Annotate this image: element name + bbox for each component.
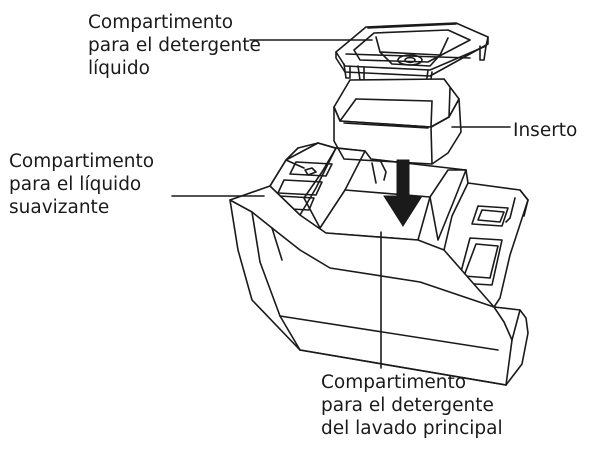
liquid-detergent-compartment-label: Compartimento para el detergente líquido bbox=[88, 12, 261, 79]
main-wash-compartment-label: Compartimento para el detergente del lav… bbox=[321, 372, 503, 439]
softener-compartment-label: Compartimento para el líquido suavizante bbox=[9, 151, 155, 218]
insert-direction-arrow bbox=[383, 159, 423, 227]
dispenser-drawer bbox=[229, 142, 529, 386]
liquid-detergent-cup bbox=[335, 22, 489, 87]
insert-label: Inserto bbox=[513, 120, 578, 141]
insert-tray bbox=[333, 78, 462, 165]
